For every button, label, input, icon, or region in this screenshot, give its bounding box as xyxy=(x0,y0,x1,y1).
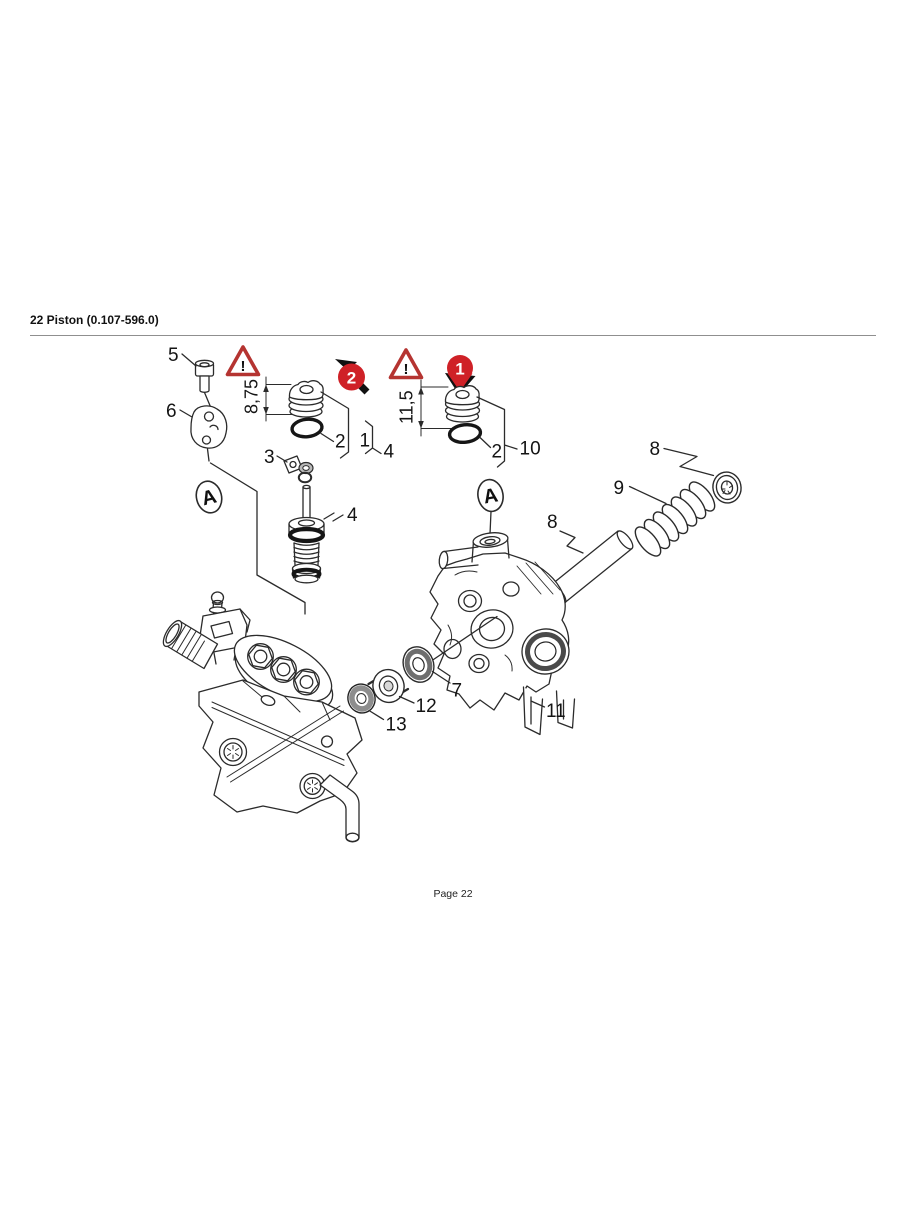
part-plunger xyxy=(287,484,326,584)
callout-2-left-label: 2 xyxy=(335,432,346,453)
callout-group-left-piston: 2 1 4 xyxy=(320,391,395,463)
callout-2-right-label: 2 xyxy=(492,442,503,463)
callout-5: 5 xyxy=(168,345,197,367)
callout-9-label: 9 xyxy=(614,478,625,499)
callout-13-label: 13 xyxy=(386,715,407,736)
warning-triangle-right: ! xyxy=(388,348,424,380)
dimension-right-value: 11,5 xyxy=(397,390,417,424)
callout-12-label: 12 xyxy=(416,696,437,717)
callout-7-label: 7 xyxy=(452,681,463,702)
part-seal-7 xyxy=(402,646,435,683)
callout-3-label: 3 xyxy=(264,447,275,468)
part-piston-left xyxy=(288,380,324,439)
warning-triangle-left: ! xyxy=(225,345,261,377)
callout-8-pin-label: 8 xyxy=(547,512,558,533)
badge-2-number: 2 xyxy=(347,369,356,388)
page-title: 22 Piston (0.107-596.0) xyxy=(30,313,159,327)
callout-13: 13 xyxy=(368,709,407,736)
title-divider xyxy=(30,335,876,336)
part-screw xyxy=(194,359,215,409)
callout-8-pin: 8 xyxy=(547,512,584,554)
callout-1-label: 1 xyxy=(360,431,371,452)
callout-4-plunger: 4 xyxy=(323,505,358,526)
page-footer: Page 22 xyxy=(433,888,473,900)
part-seal-kit-3 xyxy=(283,455,314,484)
part-retaining-washer xyxy=(712,471,742,504)
dimension-left: 8,75 xyxy=(242,376,295,422)
dimension-right: 11,5 xyxy=(397,379,453,437)
callout-10-label: 10 xyxy=(520,439,541,460)
part-oring-left xyxy=(290,417,324,439)
callout-3: 3 xyxy=(264,447,288,468)
part-seal-13 xyxy=(347,683,376,714)
part-washer-12 xyxy=(367,668,410,704)
badge-1-number: 1 xyxy=(455,360,464,379)
callout-group-right-piston: 2 10 xyxy=(476,396,541,468)
ref-letter-a-right: A xyxy=(477,478,504,547)
locator-polyline-left xyxy=(209,462,306,615)
callout-9: 9 xyxy=(614,478,667,505)
part-oring-right xyxy=(447,422,483,445)
callout-8-washer-label: 8 xyxy=(650,439,661,460)
ref-letter-a-right-label: A xyxy=(482,484,500,508)
warning-mark-left: ! xyxy=(241,358,246,375)
seal-locator-line xyxy=(432,615,498,661)
callout-12: 12 xyxy=(398,695,437,717)
callout-7: 7 xyxy=(431,670,463,702)
callout-5-label: 5 xyxy=(168,345,179,366)
part-spring xyxy=(634,481,716,557)
detail-badge-1: 1 xyxy=(445,355,476,395)
ref-letter-a-left-label: A xyxy=(200,486,219,511)
warning-mark-right: ! xyxy=(404,361,409,378)
callout-11-label: 11 xyxy=(546,701,566,722)
ref-letter-a-left: A xyxy=(195,480,223,514)
callout-6-label: 6 xyxy=(166,401,177,422)
detail-badge-2: 2 xyxy=(335,359,370,395)
callout-4-plunger-label: 4 xyxy=(347,505,358,526)
callout-6: 6 xyxy=(166,401,193,422)
part-cylinder-head xyxy=(429,532,576,736)
callout-4-bracket-label: 4 xyxy=(384,442,395,463)
part-piston-right xyxy=(444,385,483,445)
part-plate xyxy=(190,405,228,462)
pump-assembly xyxy=(162,591,363,843)
callout-11: 11 xyxy=(530,700,566,722)
callout-8-washer: 8 xyxy=(650,439,715,477)
dimension-left-value: 8,75 xyxy=(242,379,262,414)
